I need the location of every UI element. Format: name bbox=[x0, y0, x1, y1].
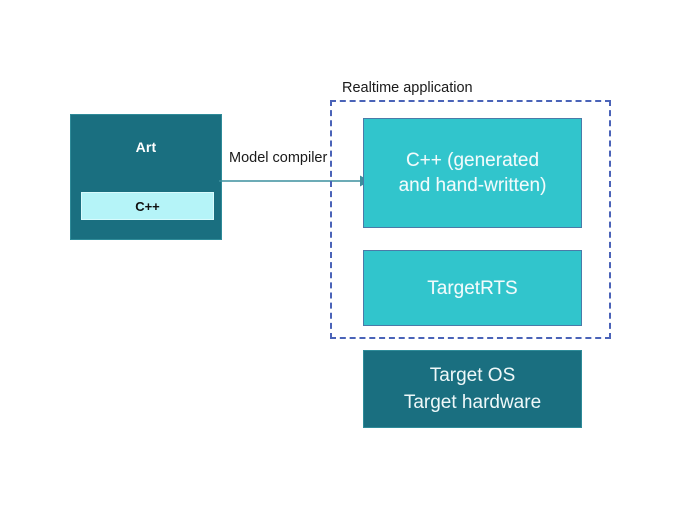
realtime-application-container bbox=[330, 100, 611, 339]
cpp-generated-line1: C++ (generated bbox=[405, 150, 540, 171]
art-block-cpp-box: C++ bbox=[81, 192, 214, 220]
platform-box: Target OS Target hardware bbox=[363, 350, 582, 428]
platform-line1: Target OS bbox=[429, 365, 516, 386]
art-block-cpp-label: C++ bbox=[135, 198, 160, 214]
target-rts-box: TargetRTS bbox=[363, 250, 582, 326]
cpp-generated-text: C++ (generated and hand-written) bbox=[399, 148, 547, 198]
platform-text: Target OS Target hardware bbox=[404, 362, 541, 416]
model-compiler-label: Model compiler bbox=[228, 150, 329, 166]
cpp-generated-box: C++ (generated and hand-written) bbox=[363, 118, 582, 228]
cpp-generated-line2: and hand-written) bbox=[398, 175, 547, 196]
realtime-application-label: Realtime application bbox=[342, 80, 473, 96]
target-rts-label: TargetRTS bbox=[427, 277, 518, 299]
art-block: Art C++ bbox=[70, 114, 222, 240]
art-block-title: Art bbox=[135, 139, 157, 155]
platform-line2: Target hardware bbox=[403, 392, 542, 413]
